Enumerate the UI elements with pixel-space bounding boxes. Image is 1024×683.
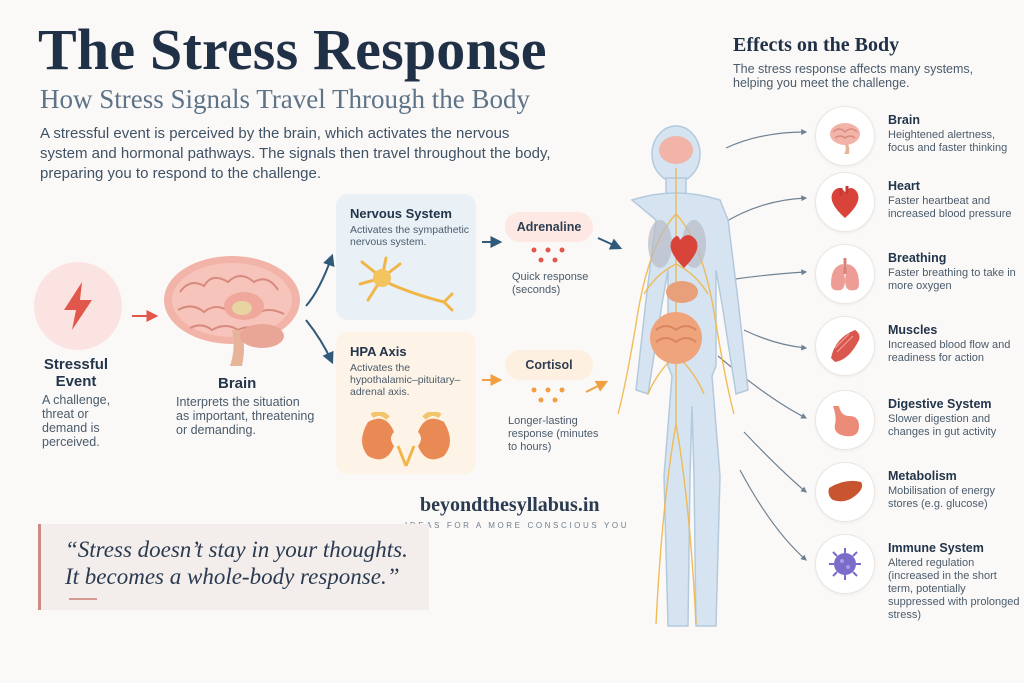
cortisol-desc: Longer-lasting response (minutes to hour… [508, 415, 599, 453]
stomach-icon [833, 406, 859, 437]
nervous-system-desc: Activates the sympathetic nervous system… [350, 224, 470, 248]
quote-divider [69, 598, 97, 600]
effect-icon-circle [815, 462, 875, 522]
effect-desc: Slower digestion and changes in gut acti… [888, 413, 997, 438]
effect-desc: Altered regulation (increased in the sho… [888, 557, 1020, 621]
effects-title: Effects on the Body [733, 34, 900, 56]
heart-icon [831, 186, 859, 218]
arrow-cortisol-to-body [585, 380, 609, 393]
effect-title: Immune System [888, 541, 984, 555]
liver-icon [828, 480, 863, 502]
hpa-axis-title: HPA Axis [350, 344, 407, 359]
stress-event-icon-circle [34, 262, 122, 350]
quote-text: “Stress doesn’t stay in your thoughts. I… [65, 537, 408, 589]
muscle-icon [831, 330, 860, 362]
arrow-adrenaline-to-body [597, 237, 623, 250]
immune-cell-icon [829, 548, 861, 580]
effect-icon-circle [815, 390, 875, 450]
effect-desc: Mobilisation of energy stores (e.g. gluc… [888, 485, 996, 510]
effect-desc: Faster breathing to take in more oxygen [888, 267, 1016, 292]
hpa-axis-card: HPA Axis Activates the hypothalamic–pitu… [336, 332, 476, 474]
effect-title: Digestive System [888, 397, 992, 411]
effect-icon-circle [815, 316, 875, 376]
effects-desc: The stress response affects many systems… [733, 62, 974, 90]
effect-icon-circle [815, 172, 875, 232]
kidneys-icon [362, 412, 450, 467]
brain-icon [164, 256, 300, 366]
page-title: The Stress Response [38, 17, 547, 82]
effect-title: Brain [888, 113, 920, 127]
effect-icon-circle [815, 244, 875, 304]
effect-desc: Heightened alertness, focus and faster t… [888, 129, 1008, 154]
lightning-icon [64, 282, 92, 330]
neuron-icon [358, 256, 454, 312]
cortisol-badge: Cortisol [505, 350, 593, 380]
adrenaline-molecules-icon [531, 247, 565, 263]
nervous-system-card: Nervous System Activates the sympathetic… [336, 194, 476, 320]
effect-title: Heart [888, 179, 920, 193]
stress-event-title: Stressful Event [43, 356, 109, 390]
brain-icon [830, 123, 860, 154]
arrow-brain-to-hpa [305, 319, 334, 365]
brand-name: beyondthesyllabus.in [420, 494, 600, 516]
quote-box: “Stress doesn’t stay in your thoughts. I… [38, 524, 429, 610]
effect-title: Muscles [888, 323, 938, 337]
nervous-system-title: Nervous System [350, 206, 452, 221]
adrenaline-desc: Quick response (seconds) [512, 271, 589, 296]
effect-desc: Faster heartbeat and increased blood pre… [888, 195, 1012, 220]
arrow-brain-to-nervous [305, 253, 335, 307]
human-body-figure [617, 125, 749, 627]
effect-title: Metabolism [888, 469, 957, 483]
intro-text: A stressful event is perceived by the br… [40, 125, 551, 182]
effect-title: Breathing [888, 251, 947, 265]
effect-desc: Increased blood flow and readiness for a… [888, 339, 1011, 364]
effect-icon-circle [815, 106, 875, 166]
page-subtitle: How Stress Signals Travel Through the Bo… [40, 84, 531, 114]
adrenaline-badge: Adrenaline [505, 212, 593, 242]
brain-desc: Interprets the situation as important, t… [176, 395, 315, 437]
effect-icon-circle [815, 534, 875, 594]
stress-event-desc: A challenge, threat or demand is perceiv… [42, 393, 111, 449]
lungs-icon [831, 258, 859, 291]
brand-tagline: IDEAS FOR A MORE CONSCIOUS YOU [405, 521, 630, 530]
hpa-axis-desc: Activates the hypothalamic–pituitary–adr… [350, 362, 461, 398]
brain-title: Brain [218, 375, 257, 392]
cortisol-molecules-icon [531, 387, 565, 403]
